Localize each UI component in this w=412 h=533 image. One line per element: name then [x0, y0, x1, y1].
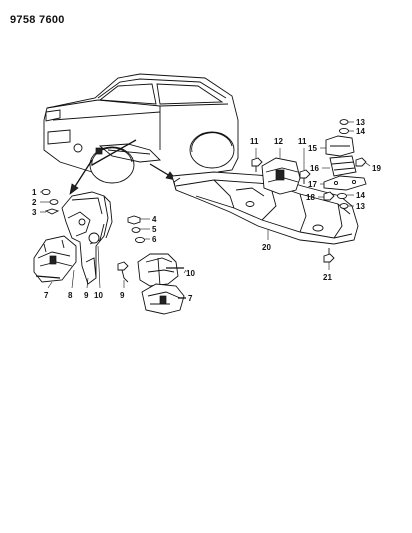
- callout-13-top: 13: [356, 118, 365, 127]
- middle-insulator-bracket: [137, 253, 184, 287]
- callout-13-lower: 13: [356, 202, 365, 211]
- insulator-mount-left: [33, 235, 77, 283]
- right-mount-stack: [318, 119, 371, 209]
- callout-numbers: 1 2 3 4 5 6 7 8 9 10 9 10 7 11 12 11 13 …: [32, 118, 381, 303]
- callout-2: 2: [32, 198, 37, 207]
- callout-9-middle: 9: [120, 291, 125, 300]
- callout-4: 4: [152, 215, 157, 224]
- callout-7-middle: 7: [188, 294, 193, 303]
- callout-17: 17: [308, 180, 317, 189]
- callout-14-top: 14: [356, 127, 365, 136]
- leader-ten: [183, 269, 187, 274]
- transmission-mount-twelve: [261, 148, 301, 195]
- left-leaders: [47, 245, 101, 289]
- callout-19: 19: [372, 164, 381, 173]
- callout-8: 8: [68, 291, 73, 300]
- callout-5: 5: [152, 225, 157, 234]
- bolts-eleven: [251, 148, 311, 184]
- callout-1: 1: [32, 188, 37, 197]
- callout-21: 21: [323, 273, 332, 282]
- callout-9-left: 9: [84, 291, 89, 300]
- callout-7-left: 7: [44, 291, 49, 300]
- callout-3: 3: [32, 208, 37, 217]
- callout-20: 20: [262, 243, 271, 252]
- lower-insulator-seven: [141, 283, 186, 315]
- middle-mount-hardware: [127, 215, 150, 244]
- callout-16: 16: [310, 164, 319, 173]
- left-mount-hardware: [40, 188, 60, 215]
- callout-18: 18: [306, 193, 315, 202]
- callout-15: 15: [308, 144, 317, 153]
- bolt-twenty-one: [323, 248, 335, 270]
- small-bolt-nine: [117, 261, 129, 288]
- callout-12: 12: [274, 137, 283, 146]
- callout-11-left: 11: [250, 137, 259, 146]
- callout-11-right: 11: [298, 137, 307, 146]
- pointer-arrows: [69, 159, 177, 195]
- callout-14-lower: 14: [356, 191, 365, 200]
- callout-10-left: 10: [94, 291, 103, 300]
- engine-mount-bracket: [61, 191, 113, 285]
- vehicle-outline: [43, 73, 239, 184]
- callout-6: 6: [152, 235, 157, 244]
- diagram-code: 9758 7600: [10, 14, 65, 26]
- callout-10-middle: 10: [186, 269, 195, 278]
